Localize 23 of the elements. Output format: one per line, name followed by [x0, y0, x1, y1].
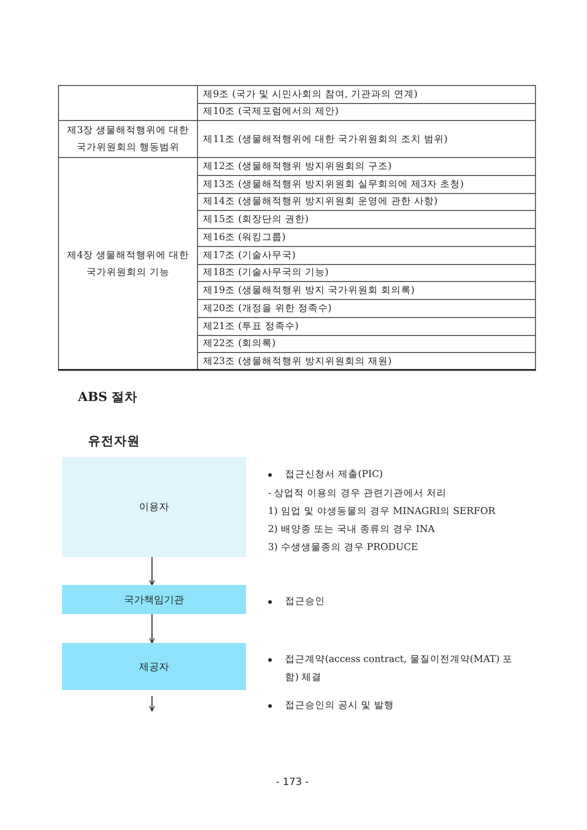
- box-label: 제공자: [139, 660, 169, 674]
- note-text: 2) 배양종 또는 국내 종류의 경우 INA: [268, 523, 435, 537]
- arrow: [149, 696, 155, 712]
- process-box: [62, 585, 246, 614]
- box-label: 이용자: [139, 501, 169, 514]
- process-box: [62, 643, 246, 690]
- table-cell: 제23조 (생물해적행위 방지위원회의 재원): [197, 352, 536, 371]
- arrow: [149, 556, 155, 586]
- section-heading: ABS 절차: [78, 389, 138, 406]
- note-text: 1) 임업 및 야생동물의 경우 MINAGRI의 SERFOR: [268, 505, 496, 519]
- page-number: - 173 -: [276, 777, 309, 788]
- arrow: [149, 614, 155, 644]
- table-cell: 제4장 생물해적행위에 대한 국가위원회의 기능: [58, 157, 198, 371]
- box-label: 국가책임기관: [124, 594, 184, 606]
- process-box: [62, 457, 246, 557]
- note-text: - 상업적 이용의 경우 관련기관에서 처리: [268, 487, 446, 501]
- subsection-heading: 유전자원: [88, 433, 140, 450]
- note-text: 접근신청서 제출(PIC): [285, 468, 383, 482]
- note-text: 접근승인: [285, 595, 325, 609]
- note-text: 접근계약(access contract, 물질이전계약(MAT) 포함) 체결: [285, 653, 514, 685]
- table-cell: 제9조 (국가 및 시민사회의 참여, 기관과의 연계): [197, 85, 536, 104]
- note-text: 3) 수생생물종의 경우 PRODUCE: [268, 541, 418, 555]
- note-text: 접근승인의 공시 및 발행: [285, 699, 394, 713]
